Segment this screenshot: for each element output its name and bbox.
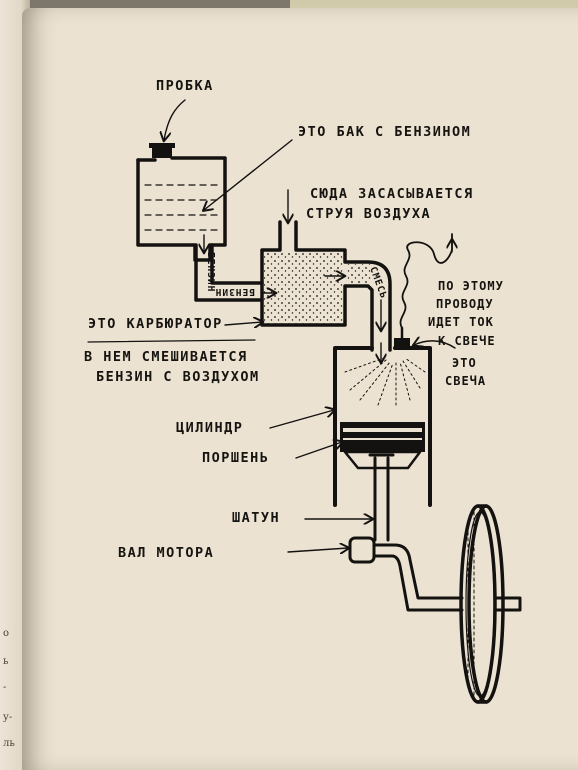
label-wire-4: К СВЕЧЕ bbox=[438, 334, 496, 348]
label-wire-1: ПО ЭТОМУ bbox=[438, 279, 504, 293]
carburetor bbox=[260, 220, 392, 352]
piston-pointer-arrow bbox=[295, 442, 342, 459]
label-spark-plug-2: СВЕЧА bbox=[445, 374, 487, 388]
label-air-intake-2: СТРУЯ ВОЗДУХА bbox=[306, 206, 432, 222]
label-cylinder: ЦИЛИНДР bbox=[176, 420, 244, 436]
flow-label-gasoline-left: БЕНЗИН bbox=[215, 286, 255, 297]
label-mixing-2: БЕНЗИН С ВОЗДУХОМ bbox=[96, 369, 260, 385]
edge-text: у- bbox=[3, 712, 13, 723]
edge-text: о bbox=[3, 628, 10, 639]
edge-text: ь bbox=[3, 656, 9, 667]
spark-plug bbox=[394, 326, 410, 350]
label-mixing-1: В НЕМ СМЕШИВАЕТСЯ bbox=[84, 349, 248, 365]
cap-pointer-arrow bbox=[164, 99, 186, 140]
carb-pointer-arrow bbox=[224, 322, 262, 325]
label-connecting-rod: ШАТУН bbox=[232, 510, 281, 526]
flywheel bbox=[459, 504, 505, 704]
edge-text: - bbox=[3, 682, 7, 693]
connecting-rod bbox=[368, 453, 395, 542]
shaft-pointer-arrow bbox=[287, 548, 348, 552]
label-wire-2: ПРОВОДУ bbox=[436, 297, 494, 311]
label-underline bbox=[87, 339, 256, 343]
plug-pointer-arrow bbox=[414, 341, 456, 349]
fuel-tank bbox=[136, 156, 227, 262]
cylinder-pointer-arrow bbox=[269, 410, 334, 429]
label-piston: ПОРШЕНЬ bbox=[202, 450, 270, 466]
fuel-pipe bbox=[194, 243, 264, 302]
label-fuel-tank: ЭТО БАК С БЕНЗИНОМ bbox=[298, 124, 472, 140]
tank-cap bbox=[149, 143, 175, 158]
label-wire-3: ИДЕТ ТОК bbox=[428, 315, 494, 329]
label-air-intake-1: СЮДА ЗАСАСЫВАЕТСЯ bbox=[310, 186, 474, 202]
piston bbox=[340, 422, 425, 470]
label-crankshaft: ВАЛ МОТОРА bbox=[118, 545, 215, 561]
ignition-wire bbox=[399, 233, 453, 329]
label-cap: ПРОБКА bbox=[156, 78, 214, 94]
book-page bbox=[22, 8, 578, 770]
tank-pointer-arrow bbox=[204, 139, 293, 210]
flow-label-gasoline-down: БЕНЗИН bbox=[205, 252, 216, 292]
label-carburetor: ЭТО КАРБЮРАТОР bbox=[88, 316, 223, 332]
edge-text: ль bbox=[3, 738, 15, 749]
label-spark-plug-1: ЭТО bbox=[452, 356, 477, 370]
